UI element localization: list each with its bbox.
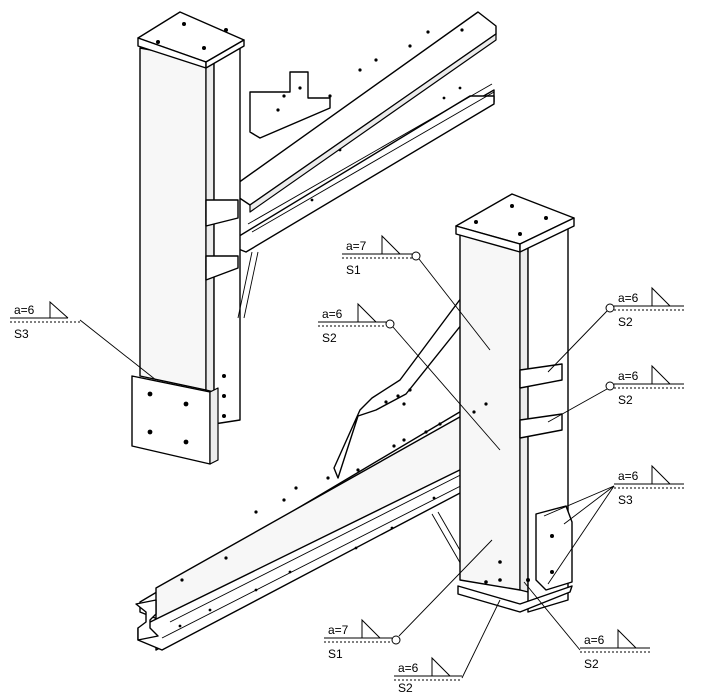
weld-seam-label: S3 [14,327,29,341]
weld-seam-label: S2 [322,331,337,345]
weld-callout-s2-mid: a=6 S2 [318,302,501,451]
weld-size-label: a=7 [346,239,367,253]
weld-seam-label: S1 [346,263,361,277]
lower-right-assembly [135,193,575,651]
weld-size-label: a=7 [328,623,349,637]
weld-seam-label: S2 [618,315,633,329]
weld-size-label: a=6 [398,661,419,675]
weld-callout-s1-upper: a=7 S1 [342,234,491,351]
weld-size-label: a=6 [14,303,35,317]
weld-size-label: a=6 [618,291,639,305]
weld-seam-label: S2 [398,681,413,695]
weld-callout-s3-right: a=6 S3 [543,464,684,585]
weld-callout-s2-bottom: a=6 S2 [394,599,501,695]
weld-size-label: a=6 [618,369,639,383]
weld-seam-label: S2 [618,393,633,407]
weld-seam-label: S2 [584,657,599,671]
weld-callout-s2-right-mid: a=6 S2 [547,364,684,423]
weld-callout-s1-lower: a=7 S1 [324,539,493,661]
weld-size-label: a=6 [584,633,605,647]
weld-size-label: a=6 [322,307,343,321]
weld-seam-label: S3 [618,493,633,507]
weld-size-label: a=6 [618,469,639,483]
weld-callout-s3-left: a=6 S3 [10,300,157,381]
weld-callout-s2-bottom-right: a=6 S2 [523,581,650,671]
weld-seam-label: S1 [328,647,343,661]
weld-callout-s2-right-top: a=6 S2 [547,286,684,373]
upper-left-assembly [131,11,497,465]
